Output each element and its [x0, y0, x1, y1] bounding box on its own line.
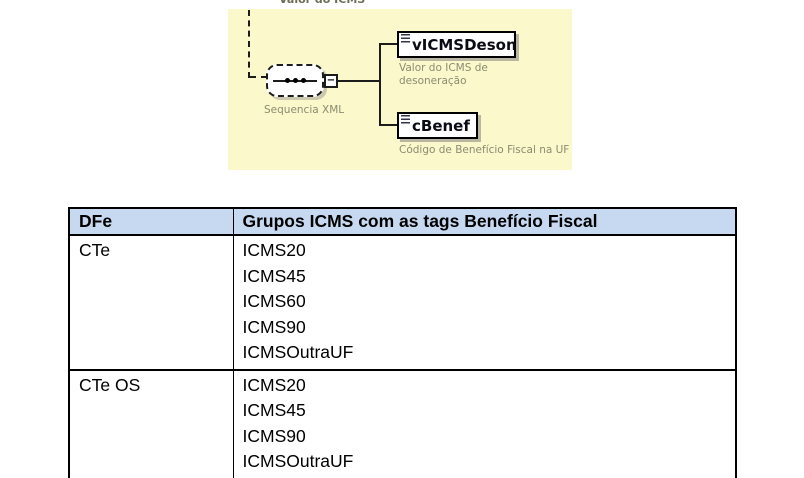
- xsd-element-vicmsdeson: vICMSDeson: [397, 31, 517, 58]
- dashed-connector-vertical: [248, 10, 250, 78]
- dfe-cell: CTe: [68, 234, 234, 370]
- icms-group-item: ICMS45: [242, 400, 306, 420]
- dashed-connector-horizontal: [250, 76, 267, 78]
- sequence-dots-icon: [292, 78, 298, 83]
- element-annotation: Valor do ICMS de desoneração: [399, 62, 488, 87]
- header-dfe: DFe: [68, 207, 234, 236]
- element-lines-icon: [401, 115, 410, 124]
- icms-group-item: ICMS90: [242, 316, 306, 337]
- element-annotation: Código de Benefício Fiscal na UF: [399, 144, 570, 156]
- icms-group-item: ICMS60: [242, 291, 306, 311]
- element-name: cBenef: [412, 117, 470, 135]
- cropped-text-label: Valor do ICMS: [279, 0, 365, 6]
- sequence-label: Sequencia XML: [264, 104, 345, 116]
- icms-group-item: ICMS45: [242, 265, 306, 286]
- connector-line: [381, 124, 397, 126]
- icms-group-item: ICMS20: [242, 374, 306, 395]
- dfe-cell: CTe OS: [68, 368, 234, 478]
- icms-group-item: ICMSOutraUF: [242, 451, 354, 471]
- icms-group-item: ICMS20: [242, 240, 306, 260]
- element-lines-icon: [401, 34, 410, 43]
- connector-line: [379, 43, 381, 126]
- table-header-row: DFe Grupos ICMS com as tags Benefício Fi…: [68, 207, 737, 236]
- minus-glyph: −: [326, 75, 336, 86]
- icms-group-item: ICMSOutraUF: [242, 342, 354, 362]
- sequence-icon: [266, 64, 324, 97]
- cropped-text-fragment: Valor do ICMS: [279, 0, 375, 7]
- connector-line: [381, 43, 397, 45]
- connector-line: [338, 80, 381, 82]
- header-grupos-icms: Grupos ICMS com as tags Benefício Fiscal: [232, 207, 737, 236]
- dfe-icms-table: DFe Grupos ICMS com as tags Benefício Fi…: [68, 207, 737, 478]
- collapse-minus-icon: −: [324, 74, 338, 88]
- xsd-element-cbenef: cBenef: [397, 112, 478, 139]
- icms-group-item: ICMS90: [242, 425, 306, 446]
- element-name: vICMSDeson: [412, 36, 517, 54]
